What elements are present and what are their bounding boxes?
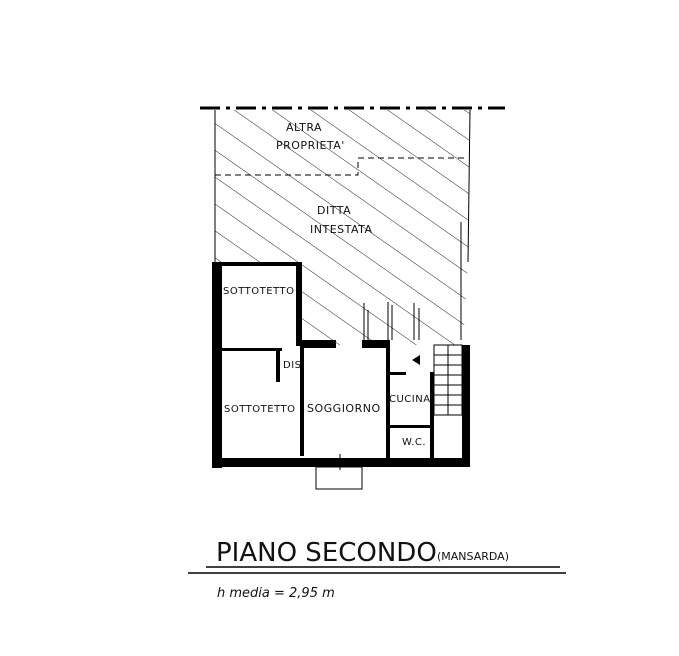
label-cucina: CUCINA <box>389 394 431 405</box>
balcony <box>315 454 363 490</box>
plan-title: PIANO SECONDO <box>216 538 437 568</box>
label-soggiorno: SOGGIORNO <box>307 402 381 415</box>
label-sottotetto-left: SOTTOTETTO <box>224 404 295 415</box>
label-altra: ALTRA <box>286 121 322 134</box>
hatched-area <box>215 110 470 345</box>
plan-subtitle: (MANSARDA) <box>437 550 509 563</box>
label-sottotetto-top: SOTTOTETTO <box>223 286 294 297</box>
label-ditta: DITTA <box>317 204 351 217</box>
window-lines <box>363 222 462 340</box>
label-wc: W.C. <box>402 437 426 448</box>
label-proprieta: PROPRIETA' <box>276 139 345 152</box>
staircase <box>433 344 463 416</box>
stair-arrow-icon <box>412 355 420 365</box>
average-height-note: h media = 2,95 m <box>217 586 335 601</box>
label-intestata: INTESTATA <box>310 223 373 236</box>
property-division-line <box>215 157 468 176</box>
label-dis: DIS. <box>283 360 305 371</box>
boundary-right-vertical <box>467 109 471 263</box>
interior-walls <box>222 340 434 458</box>
